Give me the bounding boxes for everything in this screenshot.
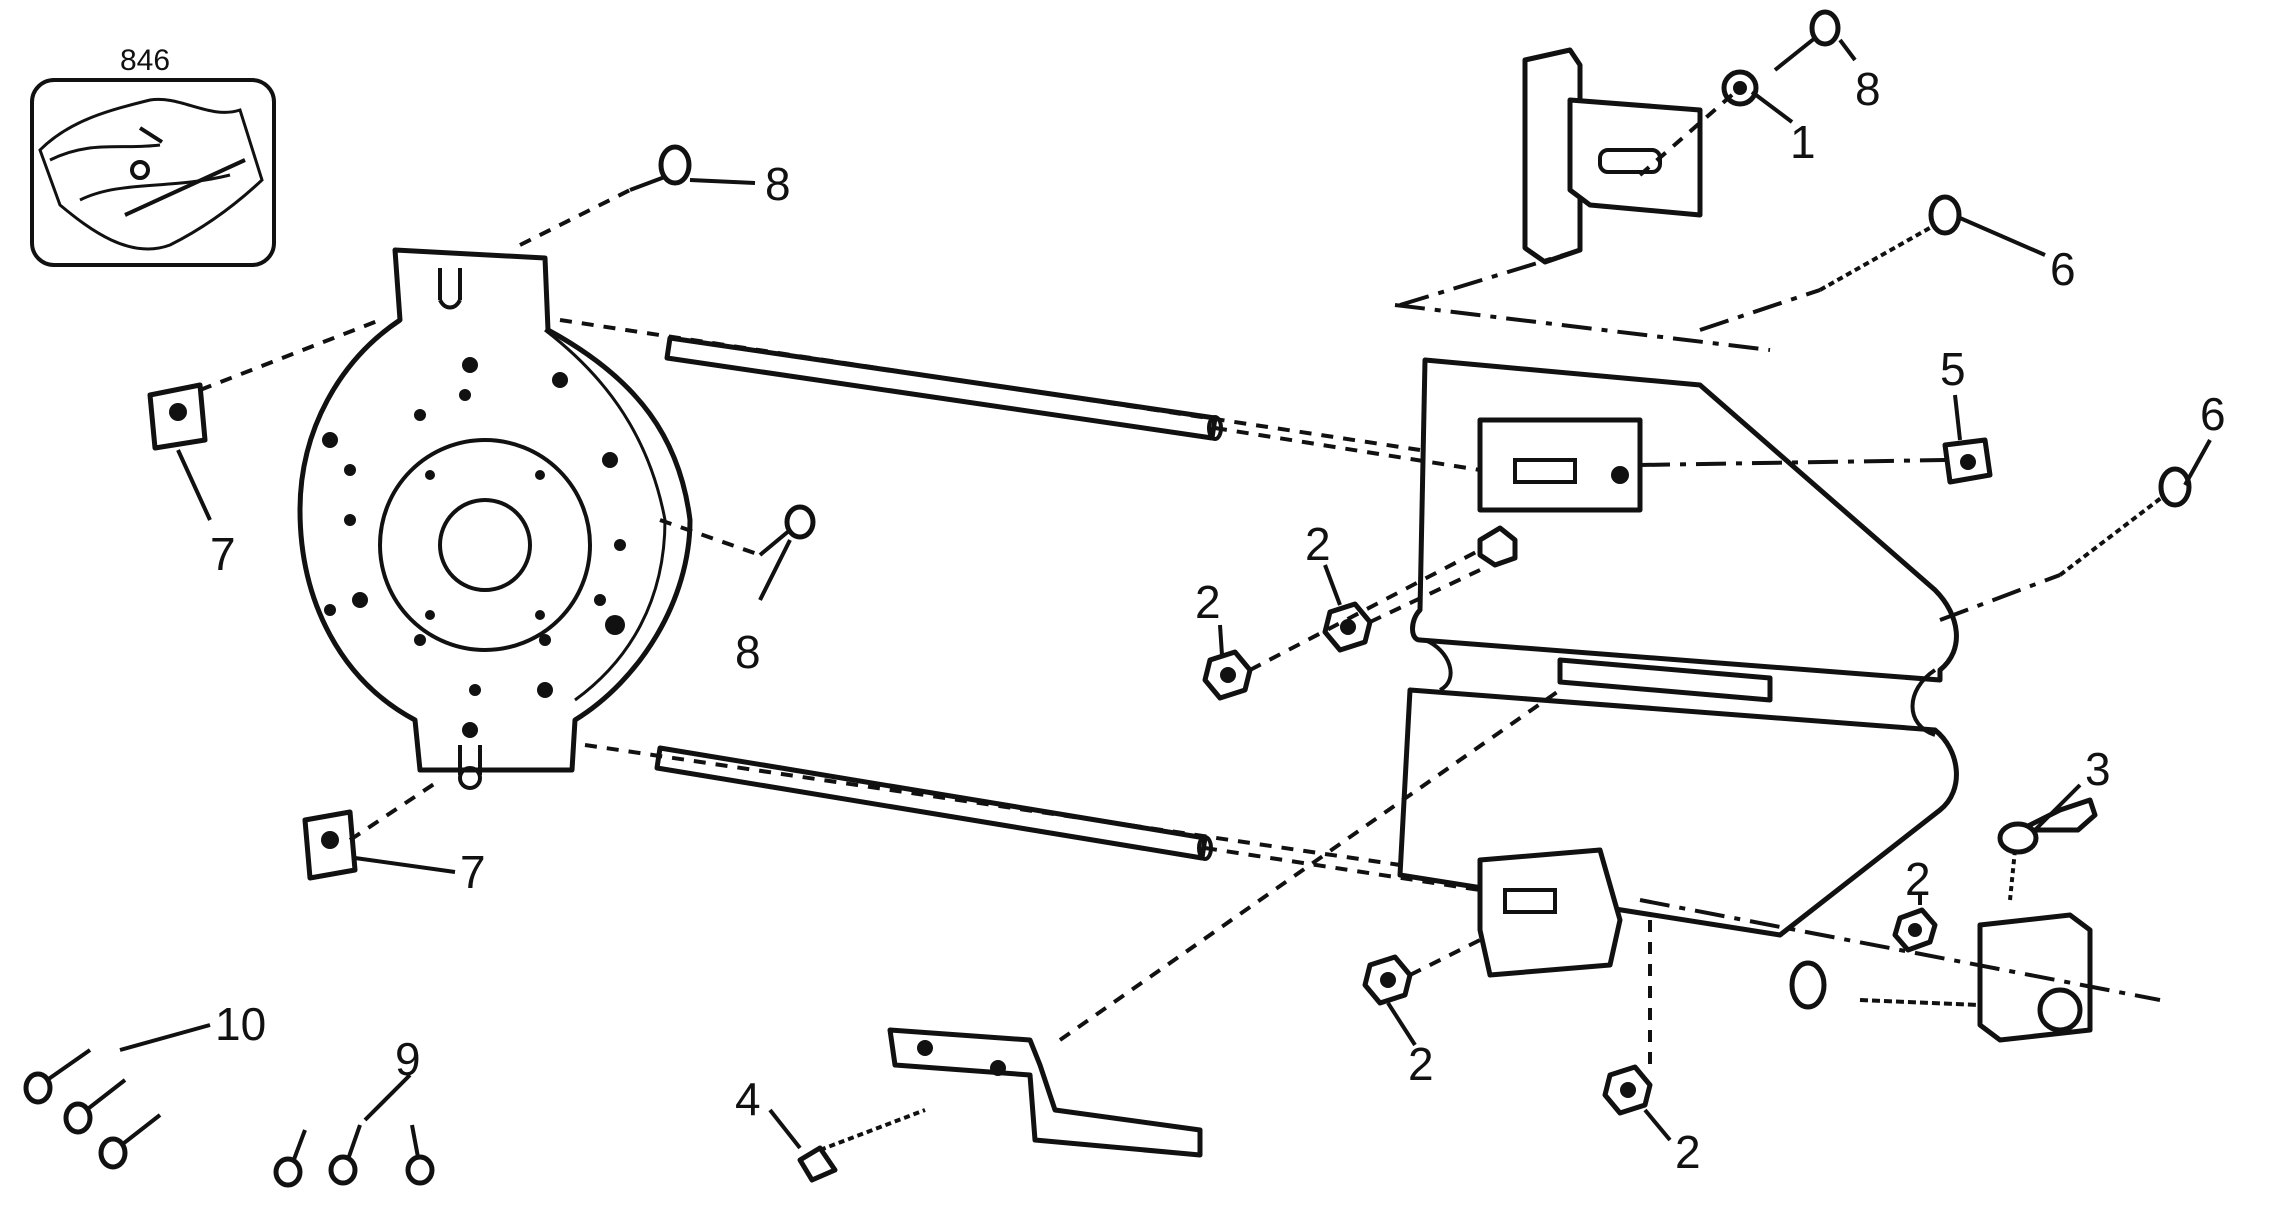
tab-7-upper	[147, 382, 208, 451]
bracket-upper-hole	[1611, 466, 1629, 484]
guide-rod-bottom	[654, 745, 1213, 861]
inset-cloth	[38, 97, 264, 251]
callout-4: 4	[735, 1073, 761, 1125]
square-nut-5	[1942, 437, 1993, 485]
callout-6a: 6	[2050, 243, 2076, 295]
guide-rod-top	[664, 335, 1223, 441]
callout-2c: 2	[1408, 1038, 1434, 1090]
plate-body	[297, 247, 693, 773]
bracket-long-slot	[1557, 657, 1773, 703]
bracket-nut-mounted	[1477, 525, 1518, 568]
bracket-lower-slot	[1503, 888, 1557, 914]
inset-nut	[130, 160, 150, 180]
screw-8-mid	[758, 504, 816, 557]
callout-2b: 2	[1305, 518, 1331, 570]
bracket-upper-plate	[1410, 357, 1959, 683]
callout-2e: 2	[1905, 853, 1931, 905]
long-screw-6-upper	[1819, 194, 1962, 292]
callout-7a: 7	[210, 528, 236, 580]
plate-bottom-ring	[458, 766, 482, 790]
plate-top-slot	[438, 268, 462, 310]
callout-5: 5	[1940, 343, 1966, 395]
main-bracket	[1397, 357, 1959, 978]
screw-8-left	[629, 144, 692, 192]
plate-hub-outer	[378, 438, 592, 652]
rod-bottom	[654, 745, 1208, 861]
tab-7-lower	[302, 809, 358, 881]
callout-6b: 6	[2200, 388, 2226, 440]
callout-8a: 8	[765, 158, 791, 210]
callout-3: 3	[2085, 743, 2111, 795]
leader-lines	[119, 38, 2212, 1150]
callout-8b: 8	[735, 626, 761, 678]
screw-8-right	[1773, 9, 1841, 72]
callout-2a: 2	[1195, 576, 1221, 628]
callout-8c: 8	[1855, 63, 1881, 115]
long-screw-6-lower	[2058, 466, 2192, 577]
callout-2d: 2	[1675, 1126, 1701, 1178]
callout-7b: 7	[460, 846, 486, 898]
clip-body	[1567, 97, 1703, 218]
bracket-upper-block	[1477, 417, 1643, 513]
inset-frame	[30, 78, 276, 267]
bracket-notches	[1424, 638, 1937, 737]
callout-10: 10	[215, 998, 266, 1050]
bracket-upper-slot	[1513, 458, 1577, 484]
inset-rod	[124, 158, 246, 217]
clip-slot	[1598, 148, 1662, 174]
plate-holes	[322, 357, 626, 738]
callout-9: 9	[395, 1033, 421, 1085]
hex-nut-2-a	[1202, 649, 1253, 701]
inset-screw	[138, 126, 164, 144]
inset-detail: 846	[30, 44, 276, 267]
hex-nut-2-e	[1892, 907, 1938, 953]
clip-bracket	[1522, 47, 1703, 265]
inset-cloth-folds	[49, 143, 231, 202]
screws-9	[273, 1124, 435, 1188]
callout-1: 1	[1790, 116, 1816, 168]
screws-10	[23, 1048, 162, 1170]
callout-labels: 8 8 1 8 6 6 5 7 7 2 2 2 2 2 3 4 9 10	[210, 63, 2226, 1178]
hex-nut-2-d	[1602, 1064, 1653, 1116]
inset-number: 846	[120, 44, 170, 77]
rod-top	[664, 335, 1218, 441]
lever-bracket-4	[797, 1027, 1203, 1183]
plate-hub-bore	[438, 498, 532, 592]
hex-nut-2-c	[1362, 954, 1413, 1006]
assembly-lines	[199, 86, 2161, 1070]
plate-bottom-slot	[458, 745, 482, 775]
